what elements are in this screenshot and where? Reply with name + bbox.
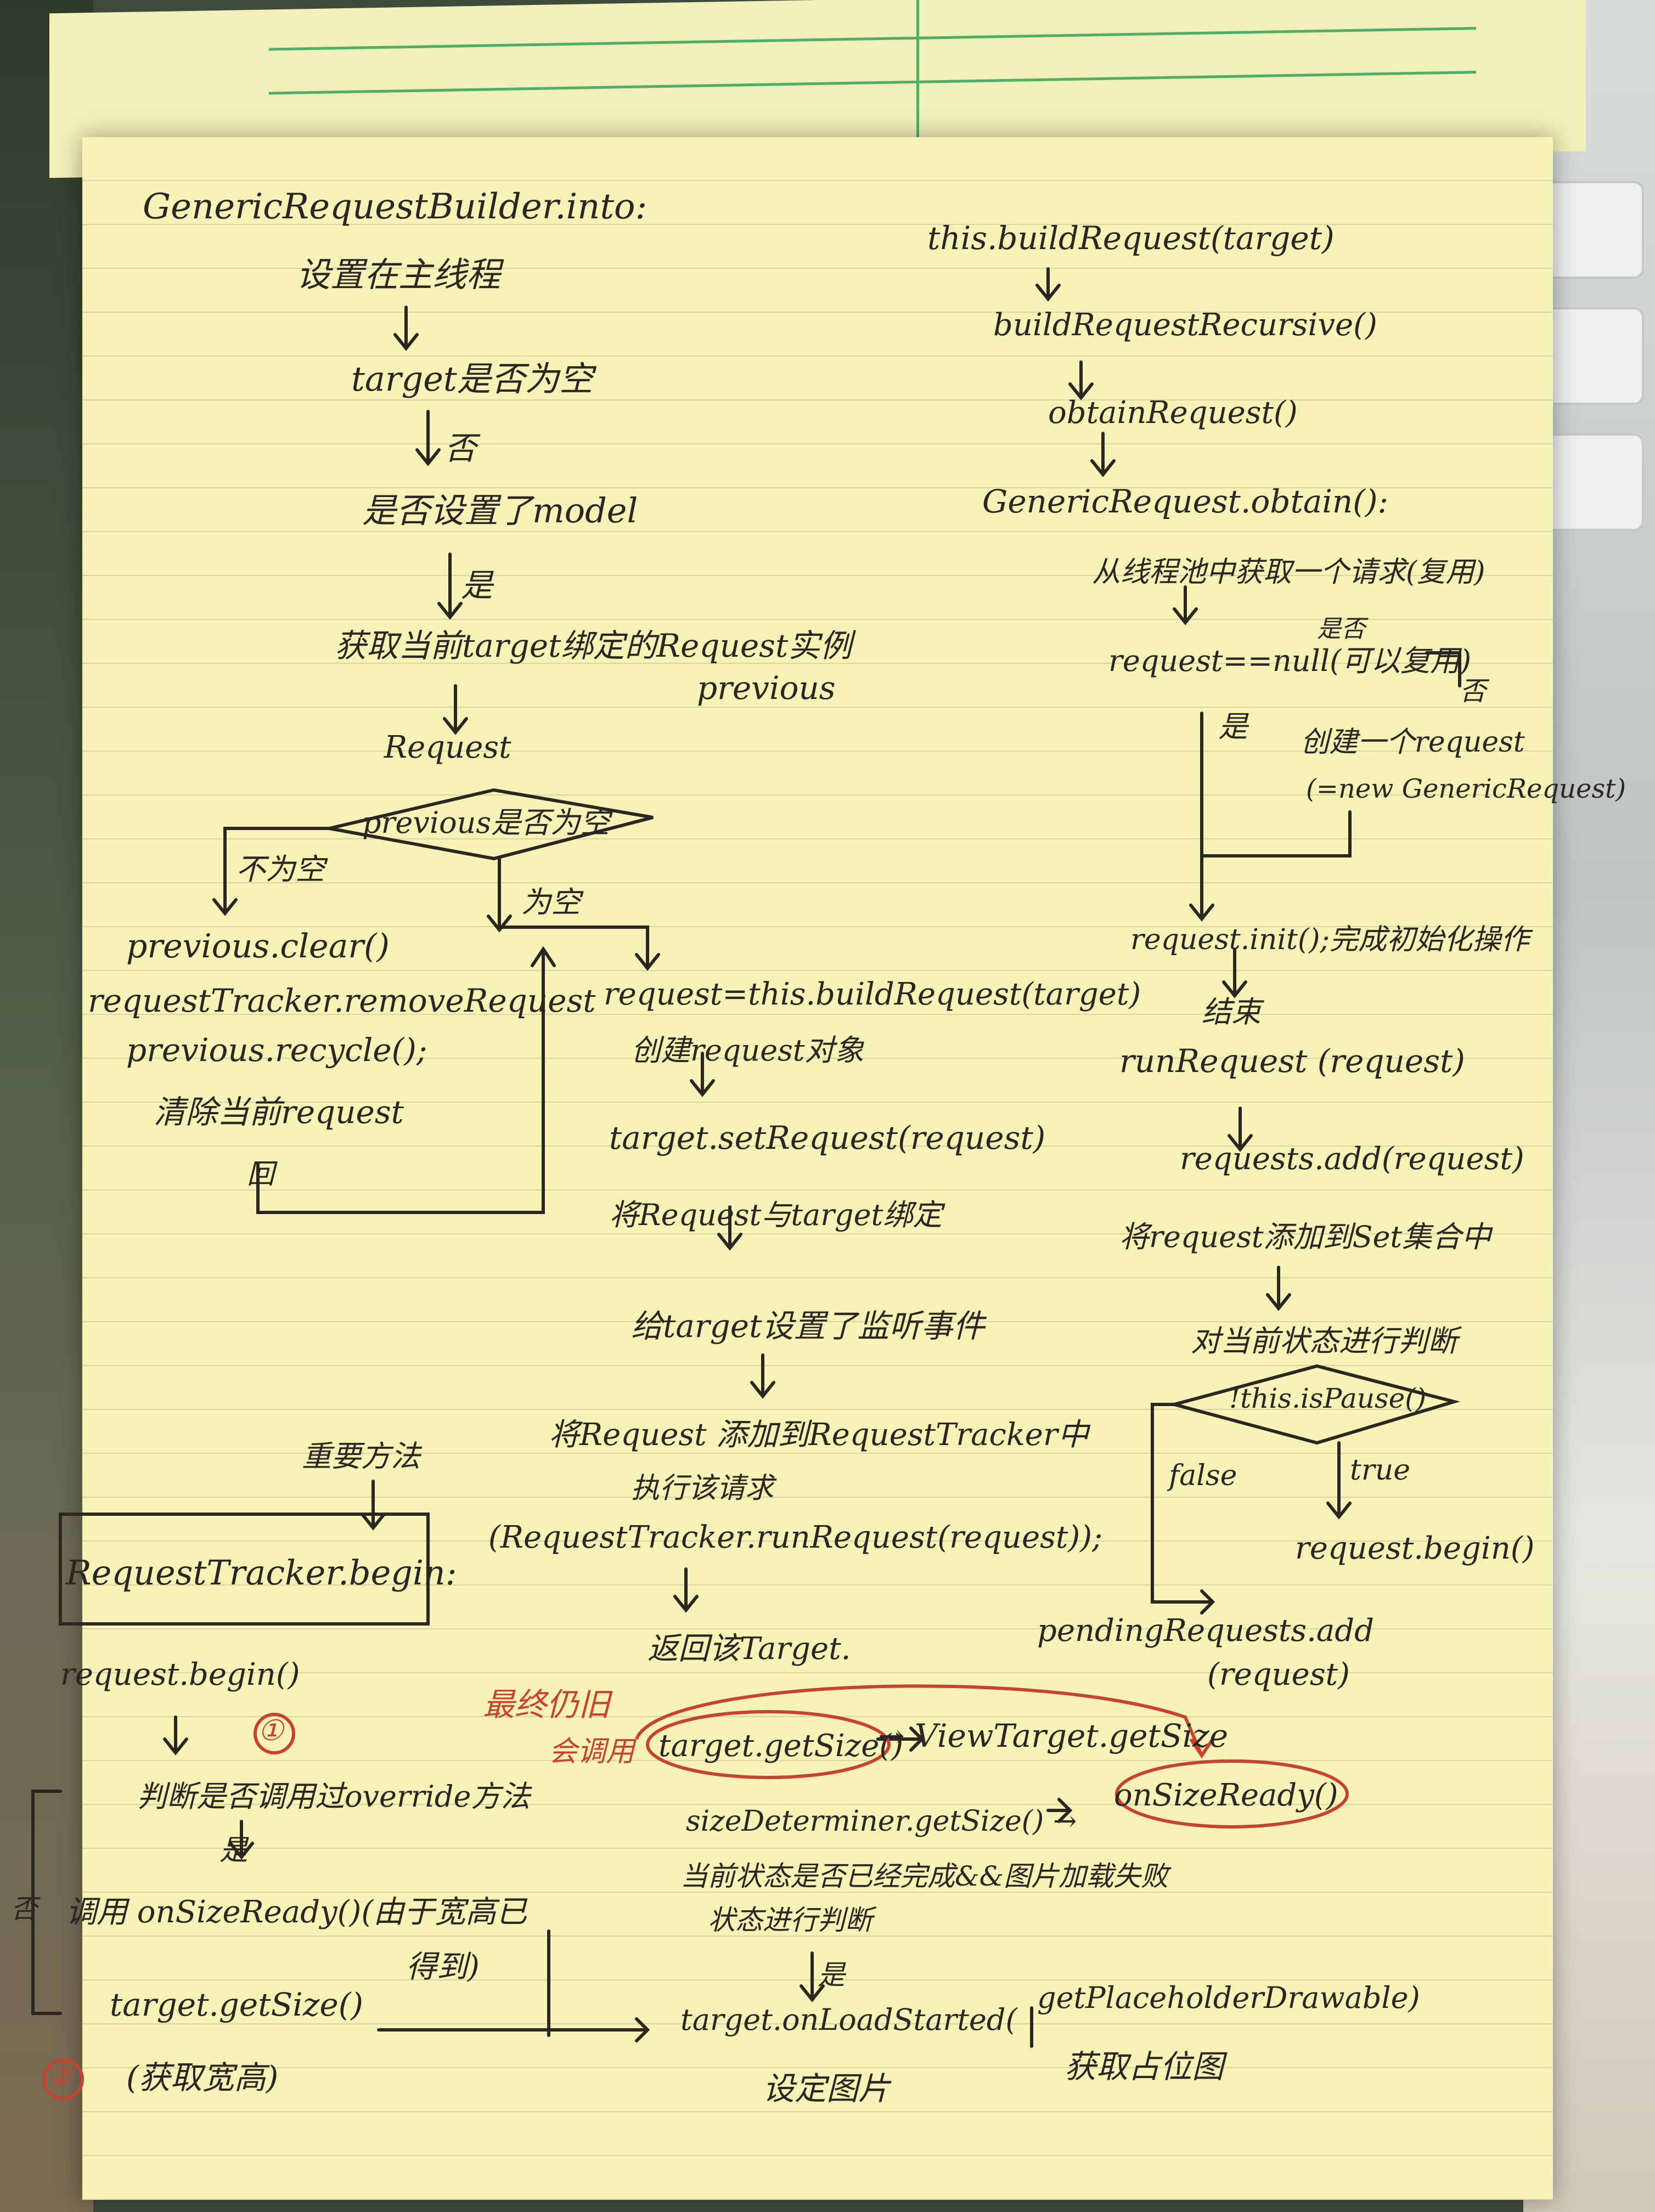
mid-set-desc: 将Request与target绑定 bbox=[609, 1198, 943, 1232]
br-size-determiner: sizeDeterminer.getSize() → bbox=[686, 1805, 1077, 1838]
mid-set-request: target.setRequest(request) bbox=[609, 1119, 1046, 1156]
bl-yes: 是 bbox=[219, 1834, 249, 1867]
right-init: request.init();完成初始化操作 bbox=[1130, 923, 1530, 956]
desk-left bbox=[0, 0, 93, 2212]
br-placeholder: getPlaceholderDrawable) bbox=[1037, 1980, 1420, 2015]
notebook-page bbox=[82, 137, 1553, 2200]
mid-exec: 执行该请求 bbox=[631, 1472, 774, 1505]
right-end: 结束 bbox=[1202, 995, 1261, 1029]
bl-request-begin: request.begin() bbox=[60, 1657, 300, 1692]
right-reuse-yesno: 是否 bbox=[1317, 615, 1365, 643]
br-check: 当前状态是否已经完成&&图片加载失败 bbox=[680, 1860, 1169, 1892]
mid-build-desc: 创建request对象 bbox=[631, 1033, 864, 1068]
mid-run-request: (RequestTracker.runRequest(request)); bbox=[488, 1520, 1102, 1555]
bl-call-onsize-b: 得到) bbox=[406, 1949, 480, 1985]
mid-add-tracker: 将Request 添加到RequestTracker中 bbox=[549, 1417, 1089, 1453]
right-request-begin: request.begin() bbox=[1295, 1531, 1535, 1566]
left-clear-1: previous.clear() bbox=[126, 927, 390, 966]
bl-box-title: RequestTracker.begin: bbox=[66, 1553, 457, 1593]
br-viewtarget-getsize: → ViewTarget.getSize bbox=[878, 1717, 1229, 1754]
left-back-label: 回 bbox=[247, 1158, 274, 1190]
circle-two-marker: ② bbox=[47, 2060, 72, 2093]
circle-one-marker: ① bbox=[258, 1714, 284, 1747]
br-onload-started: target.onLoadStarted( bbox=[680, 2002, 1017, 2037]
left-empty-label: 为空 bbox=[521, 885, 581, 919]
br-final-call-2: 会调用 bbox=[549, 1735, 635, 1768]
right-check-null: request==null(可以复用) bbox=[1108, 644, 1472, 678]
left-decision-text: previous是否为空 bbox=[362, 805, 610, 840]
left-step-target-null: target是否为空 bbox=[351, 359, 593, 399]
left-clear-2: requestTracker.removeRequest bbox=[88, 982, 596, 1019]
right-generic-obtain: GenericRequest.obtain(): bbox=[982, 483, 1389, 520]
left-step-previous: 获取当前target绑定的Request实例 bbox=[335, 627, 852, 664]
mid-listen: 给target设置了监听事件 bbox=[631, 1307, 985, 1345]
br-placeholder-desc: 获取占位图 bbox=[1065, 2048, 1224, 2085]
br-yes: 是 bbox=[818, 1959, 845, 1991]
bl-no: 否 bbox=[11, 1894, 38, 1925]
right-judge: 对当前状态进行判断 bbox=[1191, 1324, 1457, 1358]
right-false-label: false bbox=[1169, 1459, 1237, 1492]
mid-return: 返回该Target. bbox=[648, 1631, 851, 1667]
br-onsize-ready: onSizeReady() bbox=[1114, 1778, 1338, 1813]
bl-getsize-desc: (获取宽高) bbox=[126, 2059, 279, 2096]
bl-target-getsize: target.getSize() bbox=[110, 1986, 363, 2023]
br-onload-desc: 设定图片 bbox=[763, 2070, 891, 2107]
right-yes-label: 是 bbox=[1218, 709, 1248, 744]
right-add-desc: 将request添加到Set集合中 bbox=[1119, 1220, 1491, 1254]
right-requests-add: requests.add(request) bbox=[1180, 1141, 1524, 1177]
left-clear-3: previous.recycle(); bbox=[126, 1031, 427, 1069]
right-pending-1: pendingRequests.add bbox=[1037, 1613, 1374, 1649]
right-obtain: obtainRequest() bbox=[1048, 395, 1298, 431]
right-decision-text: !this.isPause() bbox=[1229, 1383, 1427, 1414]
bl-judge: 判断是否调用过override方法 bbox=[137, 1779, 531, 1814]
right-true-label: true bbox=[1350, 1454, 1411, 1487]
right-create-b: (=new GenericRequest) bbox=[1306, 774, 1626, 804]
bl-important: 重要方法 bbox=[302, 1439, 420, 1474]
right-create: 创建一个request bbox=[1301, 726, 1525, 759]
left-title: GenericRequestBuilder.into: bbox=[143, 187, 648, 227]
left-clear-4: 清除当前request bbox=[154, 1093, 404, 1131]
br-final-call-1: 最终仍旧 bbox=[483, 1686, 611, 1723]
left-request-label: Request bbox=[384, 730, 511, 765]
left-step-main-thread: 设置在主线程 bbox=[296, 255, 501, 295]
left-step-previous-b: previous bbox=[697, 669, 836, 707]
br-target-getsize: target.getSize() bbox=[658, 1728, 904, 1764]
left-no-label: 否 bbox=[444, 430, 477, 467]
right-pending-2: (request) bbox=[1207, 1657, 1350, 1692]
right-run-request: runRequest (request) bbox=[1119, 1042, 1465, 1080]
right-recursive: buildRequestRecursive() bbox=[993, 307, 1377, 343]
left-not-empty-label: 不为空 bbox=[236, 852, 325, 887]
mid-build-request: request=this.buildRequest(target) bbox=[604, 977, 1141, 1012]
right-build-request: this.buildRequest(target) bbox=[927, 219, 1335, 257]
right-pool: 从线程池中获取一个请求(复用) bbox=[1092, 556, 1485, 589]
left-step-model: 是否设置了model bbox=[362, 490, 638, 531]
bl-call-onsize: 调用 onSizeReady()(由于宽高已 bbox=[66, 1894, 527, 1930]
right-no-label: 否 bbox=[1460, 676, 1487, 707]
left-yes-label: 是 bbox=[461, 567, 493, 604]
br-check-b: 状态进行判断 bbox=[708, 1904, 872, 1936]
